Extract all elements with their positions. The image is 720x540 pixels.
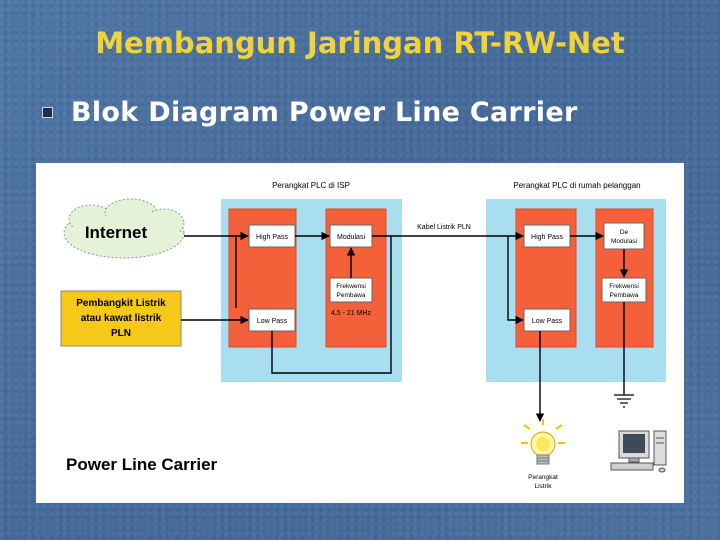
freq-range-label: 4,5 - 21 MHz <box>331 310 372 317</box>
bullet-square-icon <box>42 107 53 118</box>
demodulasi-box <box>603 222 645 250</box>
slide-title: Membangun Jaringan RT-RW-Net <box>95 26 625 60</box>
power-source-line-3: PLN <box>111 328 131 339</box>
computer-icon <box>610 430 667 473</box>
customer-panel-label: Perangkat PLC di rumah pelanggan <box>513 181 640 190</box>
demodulasi-line-2: Modulasi <box>611 238 637 245</box>
customer-low-pass-box <box>523 308 571 332</box>
diagram-caption: Power Line Carrier <box>66 455 218 474</box>
power-source-line-1: Pembangkit Listrik <box>76 298 166 309</box>
isp-low-pass-label: Low Pass <box>257 318 288 325</box>
internet-label: Internet <box>85 223 148 242</box>
internet-cloud-icon <box>63 198 185 259</box>
demodulasi-line-1: De <box>620 229 629 236</box>
customer-low-pass-label: Low Pass <box>532 318 563 325</box>
isp-high-pass-label: High Pass <box>256 234 288 241</box>
modulasi-label: Modulasi <box>337 234 365 241</box>
isp-carrier-freq-line-1: Frekwensi <box>336 283 366 290</box>
cable-label: Kabel Listrik PLN <box>417 224 471 231</box>
customer-high-pass-label: High Pass <box>531 234 563 241</box>
customer-carrier-freq-line-2: Pembawa <box>610 292 639 299</box>
isp-panel-label: Perangkat PLC di ISP <box>272 181 350 190</box>
block-diagram-svg: Perangkat PLC di ISP Perangkat PLC di ru… <box>60 181 667 490</box>
bullet-item: Blok Diagram Power Line Carrier <box>42 97 578 128</box>
appliance-line-2: Listrik <box>535 483 553 490</box>
isp-carrier-freq-line-2: Pembawa <box>337 292 366 299</box>
bullet-text: Blok Diagram Power Line Carrier <box>71 97 578 128</box>
block-diagram: Perangkat PLC di ISP Perangkat PLC di ru… <box>36 163 684 503</box>
customer-carrier-freq-line-1: Frekwensi <box>609 283 639 290</box>
connection-lines <box>181 231 629 422</box>
power-source-box <box>60 290 182 347</box>
power-source-line-2: atau kawat listrik <box>81 313 162 324</box>
appliance-line-1: Perangkat <box>528 474 558 481</box>
ground-icon <box>614 394 634 408</box>
light-bulb-icon <box>521 419 565 465</box>
